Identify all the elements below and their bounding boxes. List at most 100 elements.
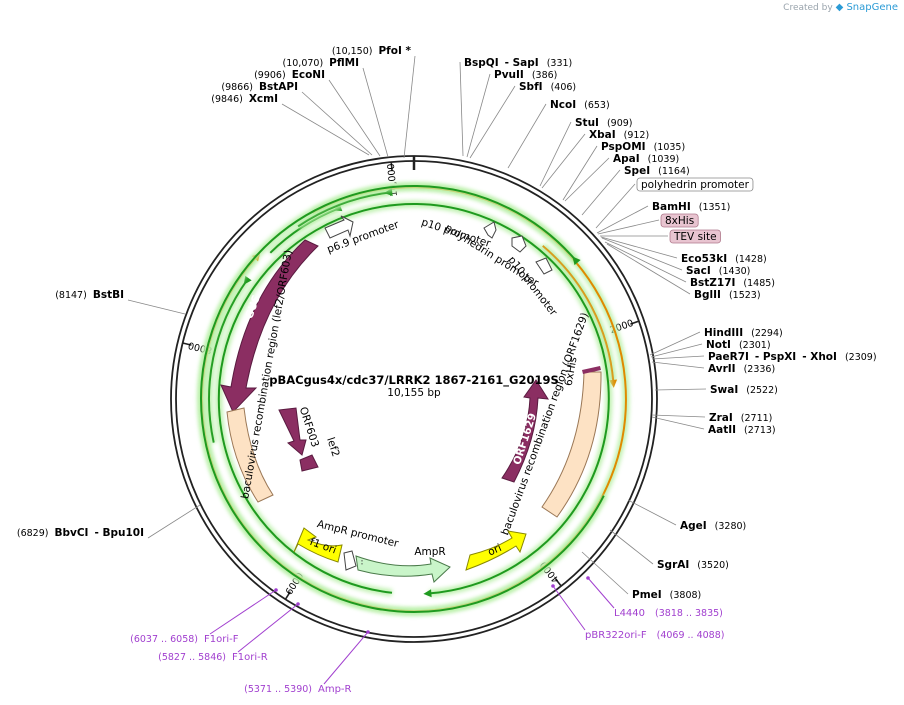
site-name: - XhoI: [802, 351, 837, 363]
leader-line: [581, 551, 629, 595]
tick-mark: [630, 320, 640, 325]
plasmid-name: pBACgus4x/cdc37/LRRK2 1867-2161_G2019S: [269, 373, 559, 388]
leader-line: [403, 55, 416, 159]
site-position: (2522): [746, 385, 778, 396]
sixhis-mark[interactable]: [582, 366, 601, 374]
sixhis-feature[interactable]: 6xHis: [563, 356, 601, 387]
leader-line: [651, 355, 705, 360]
leader-line: [281, 103, 370, 156]
site-labels: BspQI- SapI(331)PvuII(386)SbfI(406)NcoI(…: [17, 45, 877, 695]
boxed-feature-label: polyhedrin promoter: [641, 179, 750, 191]
feature-arc[interactable]: [542, 245, 615, 382]
feature-arc[interactable]: [200, 184, 605, 613]
primer-name: L4440: [614, 608, 645, 619]
feature-arc[interactable]: [208, 279, 249, 443]
bac-recomb-right[interactable]: baculovirus recombination region (ORF162…: [499, 311, 602, 537]
site-position: (9846): [211, 94, 243, 105]
boxed-feature-box[interactable]: [660, 213, 699, 228]
site-name: BspQI: [464, 57, 499, 69]
leader-line: [654, 388, 707, 391]
orf1629-arrow[interactable]: [501, 379, 549, 483]
leader-line: [459, 61, 464, 157]
ampr-arrow[interactable]: [355, 555, 451, 583]
feature-arc-head: [423, 589, 432, 598]
site-name: ZraI: [709, 412, 733, 424]
p69-promoter-arrow[interactable]: [324, 215, 354, 239]
f1ori-arrow[interactable]: [293, 527, 343, 563]
site-name: - PspXI: [755, 351, 796, 363]
feature-arc[interactable]: [217, 203, 610, 595]
primer-mark: [296, 602, 300, 606]
site-position: (3520): [697, 560, 729, 571]
p10-promoter-b-arrow[interactable]: [535, 257, 553, 275]
site-name: BstZ17I: [690, 277, 735, 289]
leader-line: [209, 589, 277, 635]
ampr-feature[interactable]: AmpR: [355, 546, 451, 583]
site-position: (2309): [845, 352, 877, 363]
leader-line: [562, 145, 598, 201]
primer-position: (5827 .. 5846): [158, 652, 226, 663]
site-position: (1428): [735, 254, 767, 265]
ampr-label: AmpR: [414, 546, 445, 558]
feature-arc[interactable]: [297, 191, 391, 228]
site-name: PvuII: [494, 69, 524, 81]
leader-line: [323, 631, 369, 685]
leader-line: [552, 585, 586, 631]
site-name: XbaI: [589, 129, 616, 141]
boxed-feature-box[interactable]: [636, 177, 754, 192]
site-position: (386): [532, 70, 558, 81]
site-name: AatII: [708, 424, 736, 436]
leader-line: [606, 243, 691, 295]
leader-line: [507, 103, 547, 169]
tick-mark: [390, 162, 393, 172]
site-name: EcoNI: [292, 69, 325, 81]
orf603-feature[interactable]: ORF603: [278, 405, 321, 456]
site-name: SpeI: [624, 165, 650, 177]
ori-feature[interactable]: ori: [465, 530, 527, 571]
site-position: (2713): [744, 425, 776, 436]
site-name: StuI: [575, 117, 599, 129]
primer-name: Amp-R: [318, 684, 352, 695]
site-position: (10,150): [332, 46, 373, 57]
primer-mark: [551, 584, 555, 588]
leader-line: [597, 219, 660, 235]
snapgene-name: SnapGene: [846, 2, 898, 13]
orf603-arrow[interactable]: [278, 407, 307, 456]
lef2-feature[interactable]: lef2: [299, 436, 342, 472]
tick-mark: [284, 591, 291, 600]
site-name: BglII: [694, 289, 721, 301]
site-name: PspOMI: [601, 141, 646, 153]
bac-recomb-left-box[interactable]: [226, 407, 274, 503]
site-position: (9906): [254, 70, 286, 81]
bac-recomb-right-box[interactable]: [541, 371, 602, 518]
site-position: (909): [607, 118, 633, 129]
tick-mark: [554, 578, 562, 587]
polyhedrin-promoter-inner-arrow[interactable]: [511, 235, 527, 253]
site-name: Eco53kI: [681, 253, 727, 265]
leader-line: [539, 121, 572, 187]
sixhis-label: 6xHis: [563, 356, 580, 387]
ampr-promoter-arrow[interactable]: [343, 550, 357, 571]
primer-position: (4069 .. 4088): [657, 630, 725, 641]
primer-position: (3818 .. 3835): [655, 608, 723, 619]
site-name: HindIII: [704, 327, 743, 339]
site-position: (1035): [654, 142, 686, 153]
site-position: (653): [584, 100, 610, 111]
primer-mark: [586, 576, 590, 580]
site-name: SgrAI: [657, 559, 689, 571]
ori-arrow[interactable]: [465, 530, 527, 571]
primer-position: (6037 .. 6058): [130, 634, 198, 645]
primer-position: (5371 .. 5390): [244, 684, 312, 695]
leader-line: [651, 361, 705, 369]
site-name: BstBI: [93, 289, 124, 301]
site-position: (3280): [715, 521, 747, 532]
boxed-feature-box[interactable]: [669, 229, 721, 244]
site-name: BstAPI: [259, 81, 298, 93]
lef2-arrow[interactable]: [299, 454, 319, 472]
site-name: BamHI: [652, 201, 691, 213]
leader-line: [541, 133, 586, 189]
leader-line: [127, 299, 186, 315]
leader-line: [609, 529, 654, 565]
primer-name: pBR322ori-F: [585, 630, 647, 641]
p10-promoter-a-arrow[interactable]: [483, 221, 497, 239]
